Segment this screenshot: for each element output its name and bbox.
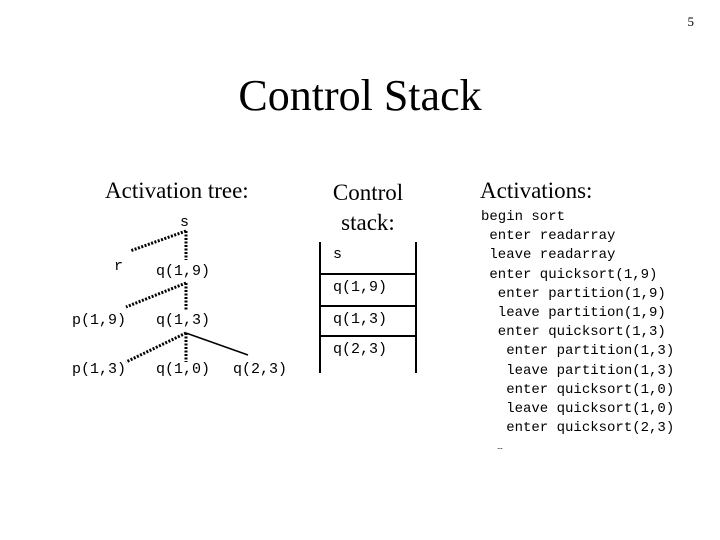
activations-heading: Activations: [480,178,593,203]
activation-line: enter partition(1,3) [481,343,675,360]
tree-node-s: s [180,214,190,231]
tree-node-q-1-9: q(1,9) [156,263,211,280]
tree-edge-q13-p13 [125,331,187,364]
activations-list: begin sort enter readarray leave readarr… [481,208,674,458]
activation-line: enter readarray [481,228,616,245]
tree-node-q-2-3: q(2,3) [233,361,288,378]
stack-item-q-1-3: q(1,3) [321,305,415,333]
activation-line: leave partition(1,9) [481,305,666,322]
activation-line: enter quicksort(2,3) [481,420,675,437]
activation-line: enter partition(1,9) [481,285,666,302]
stack-item-q-1-9: q(1,9) [321,273,415,301]
activation-tree-heading: Activation tree: [105,178,249,203]
activation-line: leave quicksort(1,0) [481,401,675,418]
tree-edge-s-r [129,229,187,253]
stack-item-q-2-3: q(2,3) [321,335,415,363]
activation-line: enter quicksort(1,3) [481,324,666,341]
activation-line: leave partition(1,3) [481,362,675,379]
activation-line: leave readarray [481,247,616,264]
tree-edge-q13-q23 [185,332,249,356]
activation-line: enter quicksort(1,9) [481,266,658,283]
activation-line-ellipsis: … [481,442,503,453]
stack-item-s: s [333,246,343,263]
tree-node-p-1-3: p(1,3) [72,361,127,378]
activation-line: enter quicksort(1,0) [481,381,675,398]
tree-edge-q19-p19 [125,281,187,309]
tree-node-q-1-3: q(1,3) [156,312,211,329]
activation-line: begin sort [481,209,566,225]
slide-title: Control Stack [238,71,482,120]
control-stack: s q(1,9) q(1,3) q(2,3) [319,242,417,373]
tree-node-q-1-0: q(1,0) [156,361,211,378]
page-number: 5 [687,14,695,29]
tree-node-r: r [114,258,124,275]
tree-node-p-1-9: p(1,9) [72,312,127,329]
control-stack-heading: Control stack: [332,180,404,235]
